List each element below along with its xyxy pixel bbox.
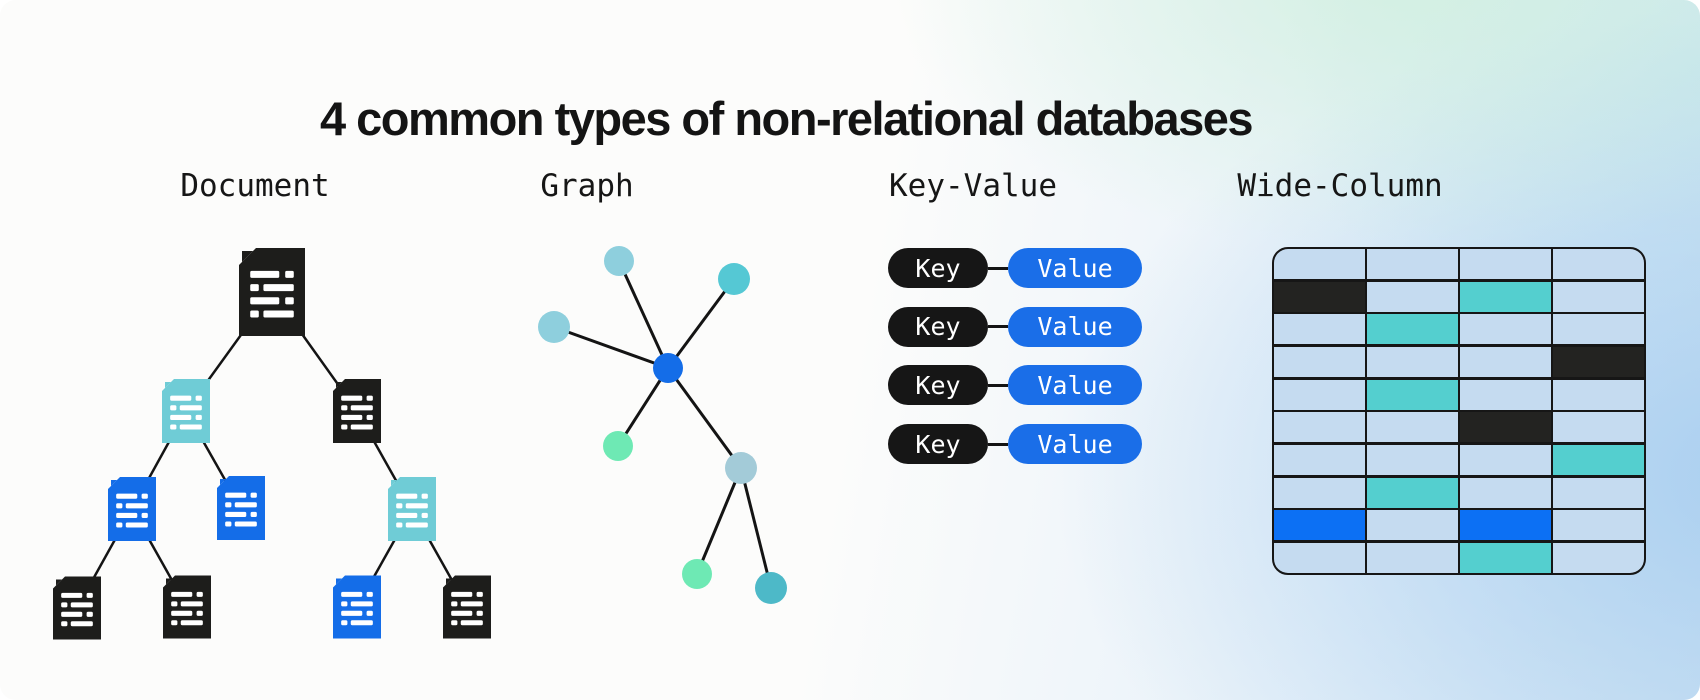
section-label-wide-column: Wide-Column [1237, 168, 1443, 204]
table-cell [1274, 379, 1365, 410]
document-icon [388, 477, 436, 541]
value-pill: Value [1008, 424, 1142, 465]
table-cell [1274, 281, 1365, 312]
table-cell [1460, 346, 1551, 378]
kv-row: Key Value [888, 365, 1142, 406]
table-cell [1460, 510, 1551, 541]
kv-row: Key Value [888, 424, 1142, 465]
table-cell [1274, 444, 1365, 476]
table-cell [1367, 281, 1458, 312]
document-icon [333, 575, 381, 639]
document-icon [108, 477, 156, 541]
graph-edge [553, 325, 669, 370]
kv-connector [988, 442, 1008, 446]
table-cell [1367, 379, 1458, 410]
table-cell [1553, 542, 1644, 573]
table-cell [1367, 412, 1458, 443]
table-cell [1460, 444, 1551, 476]
graph-node [725, 452, 757, 484]
table-cell [1367, 477, 1458, 508]
graph-node [538, 311, 570, 343]
document-icon [163, 575, 211, 639]
table-cell [1553, 510, 1644, 541]
table-cell [1274, 510, 1365, 541]
graph-edge [617, 260, 670, 369]
graph-edge [739, 467, 773, 589]
table-cell [1274, 249, 1365, 280]
page-title: 4 common types of non-relational databas… [319, 92, 1254, 146]
section-label-graph: Graph [540, 168, 634, 204]
table-cell [1553, 249, 1644, 280]
graph-edge [666, 367, 743, 469]
kv-connector [988, 266, 1008, 270]
kv-row: Key Value [888, 306, 1142, 347]
section-label-key-value: Key-Value [889, 168, 1057, 204]
table-cell [1460, 249, 1551, 280]
key-pill: Key [888, 424, 988, 465]
table-cell [1460, 477, 1551, 508]
graph-node [653, 353, 683, 383]
document-icon [443, 575, 491, 639]
table-cell [1274, 314, 1365, 345]
table-cell [1367, 346, 1458, 378]
table-cell [1553, 412, 1644, 443]
graph-node [755, 572, 787, 604]
graph-edge [616, 367, 670, 447]
graph-node [682, 559, 712, 589]
key-pill: Key [888, 365, 988, 406]
document-icon [53, 576, 101, 640]
document-icon [162, 379, 210, 443]
document-icon [333, 379, 381, 443]
value-pill: Value [1008, 306, 1142, 347]
key-pill: Key [888, 306, 988, 347]
table-cell [1367, 249, 1458, 280]
value-pill: Value [1008, 365, 1142, 406]
table-cell [1367, 542, 1458, 573]
graph-edge [695, 467, 743, 575]
table-cell [1460, 412, 1551, 443]
table-cell [1460, 379, 1551, 410]
table-cell [1553, 444, 1644, 476]
table-cell [1274, 477, 1365, 508]
document-icon [239, 248, 305, 336]
section-label-document: Document [180, 168, 330, 204]
table-cell [1367, 314, 1458, 345]
graph-node [603, 431, 633, 461]
kv-row: Key Value [888, 248, 1142, 288]
table-cell [1553, 346, 1644, 378]
table-cell [1553, 281, 1644, 312]
table-cell [1274, 412, 1365, 443]
table-cell [1460, 542, 1551, 573]
key-pill: Key [888, 248, 988, 288]
kv-connector [988, 325, 1008, 329]
table-cell [1367, 444, 1458, 476]
graph-node [604, 246, 634, 276]
table-cell [1553, 314, 1644, 345]
table-cell [1274, 542, 1365, 573]
table-cell [1460, 314, 1551, 345]
value-pill: Value [1008, 248, 1142, 288]
wide-column-table [1272, 247, 1646, 575]
table-cell [1460, 281, 1551, 312]
table-cell [1274, 346, 1365, 378]
table-cell [1553, 379, 1644, 410]
kv-connector [988, 383, 1008, 387]
table-cell [1367, 510, 1458, 541]
graph-edge [666, 278, 736, 369]
graph-node [718, 263, 750, 295]
document-icon [217, 476, 265, 540]
table-cell [1553, 477, 1644, 508]
